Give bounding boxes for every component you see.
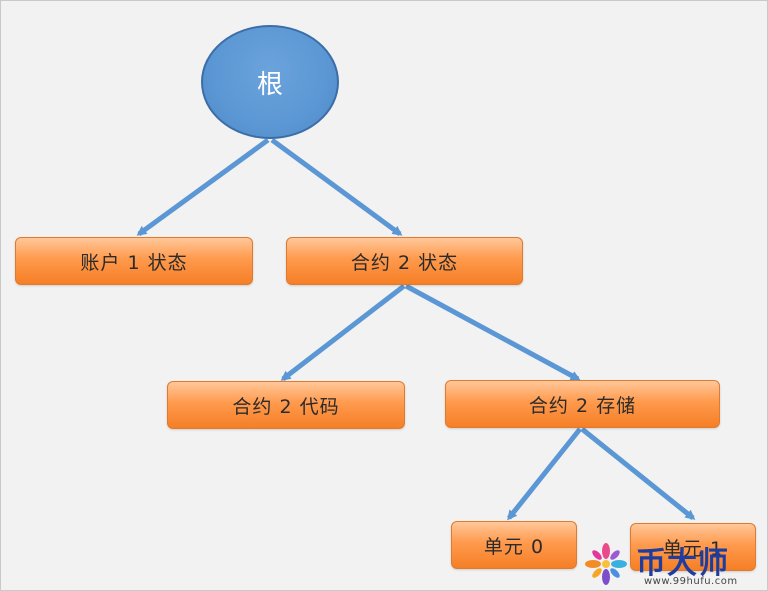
- arrow-contract-state-to-code: [280, 284, 406, 381]
- watermark-url: www.99hufu.com: [644, 576, 738, 587]
- account-1-state-label: 账户 1 状态: [80, 251, 188, 274]
- cell-1-label: 单元 1: [662, 537, 724, 560]
- root-node: 根: [201, 25, 339, 139]
- contract-2-state-label: 合约 2 状态: [350, 251, 459, 274]
- watermark-logo: 币大师 www.99hufu.com: [582, 534, 764, 588]
- account-1-state-node: 账户 1 状态: [15, 237, 253, 285]
- watermark-name: 币大师: [636, 546, 729, 581]
- flower-logo-icon: [585, 543, 627, 585]
- arrow-storage-to-cell0: [507, 427, 582, 521]
- cell-1-node: 单元 1: [630, 523, 756, 571]
- arrow-contract-state-to-storage: [404, 283, 581, 382]
- contract-2-code-node: 合约 2 代码: [167, 381, 405, 429]
- arrow-storage-to-cell1: [580, 427, 696, 520]
- cell-0-label: 单元 0: [483, 535, 545, 558]
- contract-2-code-label: 合约 2 代码: [232, 395, 340, 418]
- contract-2-storage-node: 合约 2 存储: [445, 380, 720, 428]
- contract-2-storage-label: 合约 2 存储: [528, 394, 637, 417]
- cell-0-node: 单元 0: [451, 521, 577, 569]
- arrow-root-to-account: [136, 137, 270, 237]
- root-node-label: 根: [256, 69, 283, 100]
- arrow-root-to-contract-state: [270, 137, 403, 237]
- contract-2-state-node: 合约 2 状态: [286, 237, 523, 285]
